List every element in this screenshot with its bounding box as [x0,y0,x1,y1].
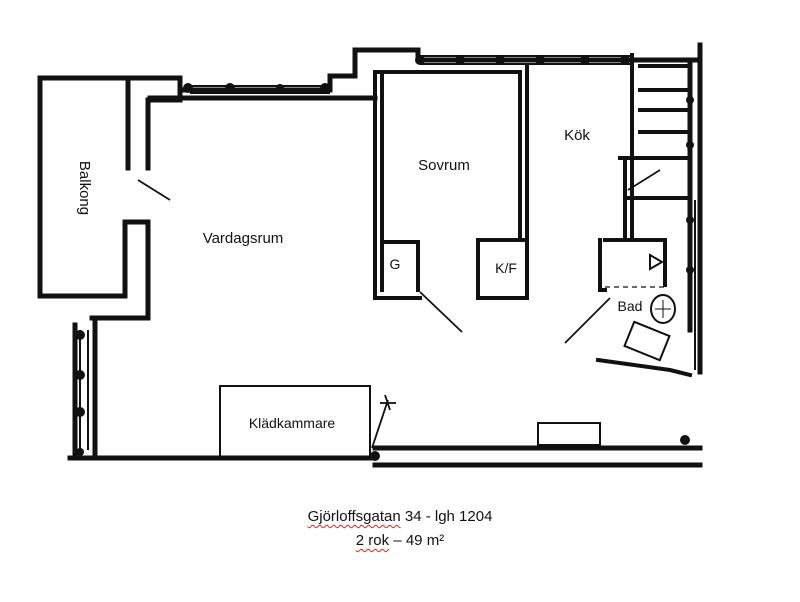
walk-in-closet-label: Klädkammare [249,415,336,431]
doors [137,169,661,449]
size-caption: 2 rok – 49 m² [0,532,800,549]
address-caption: Gjörloffsgatan 34 - lgh 1204 [0,508,800,525]
window-posts [75,55,694,461]
windows [79,55,696,450]
balcony-label: Balkong [76,161,93,215]
wardrobe-label: G [390,256,401,272]
address-rest: 34 - lgh 1204 [404,508,493,525]
size-rooms: 2 rok [355,532,390,549]
living-room-label: Vardagsrum [203,230,284,247]
kitchen-label: Kök [564,127,590,144]
bathroom-label: Bad [618,298,643,314]
fridge-freezer-label: K/F [495,260,517,276]
size-rest: – 49 m² [393,532,445,549]
outer-walls [37,42,703,468]
bath-fixtures [605,253,676,362]
bedroom-label: Sovrum [418,157,470,174]
address-street: Gjörloffsgatan [307,508,401,525]
interior-walls [219,53,693,459]
